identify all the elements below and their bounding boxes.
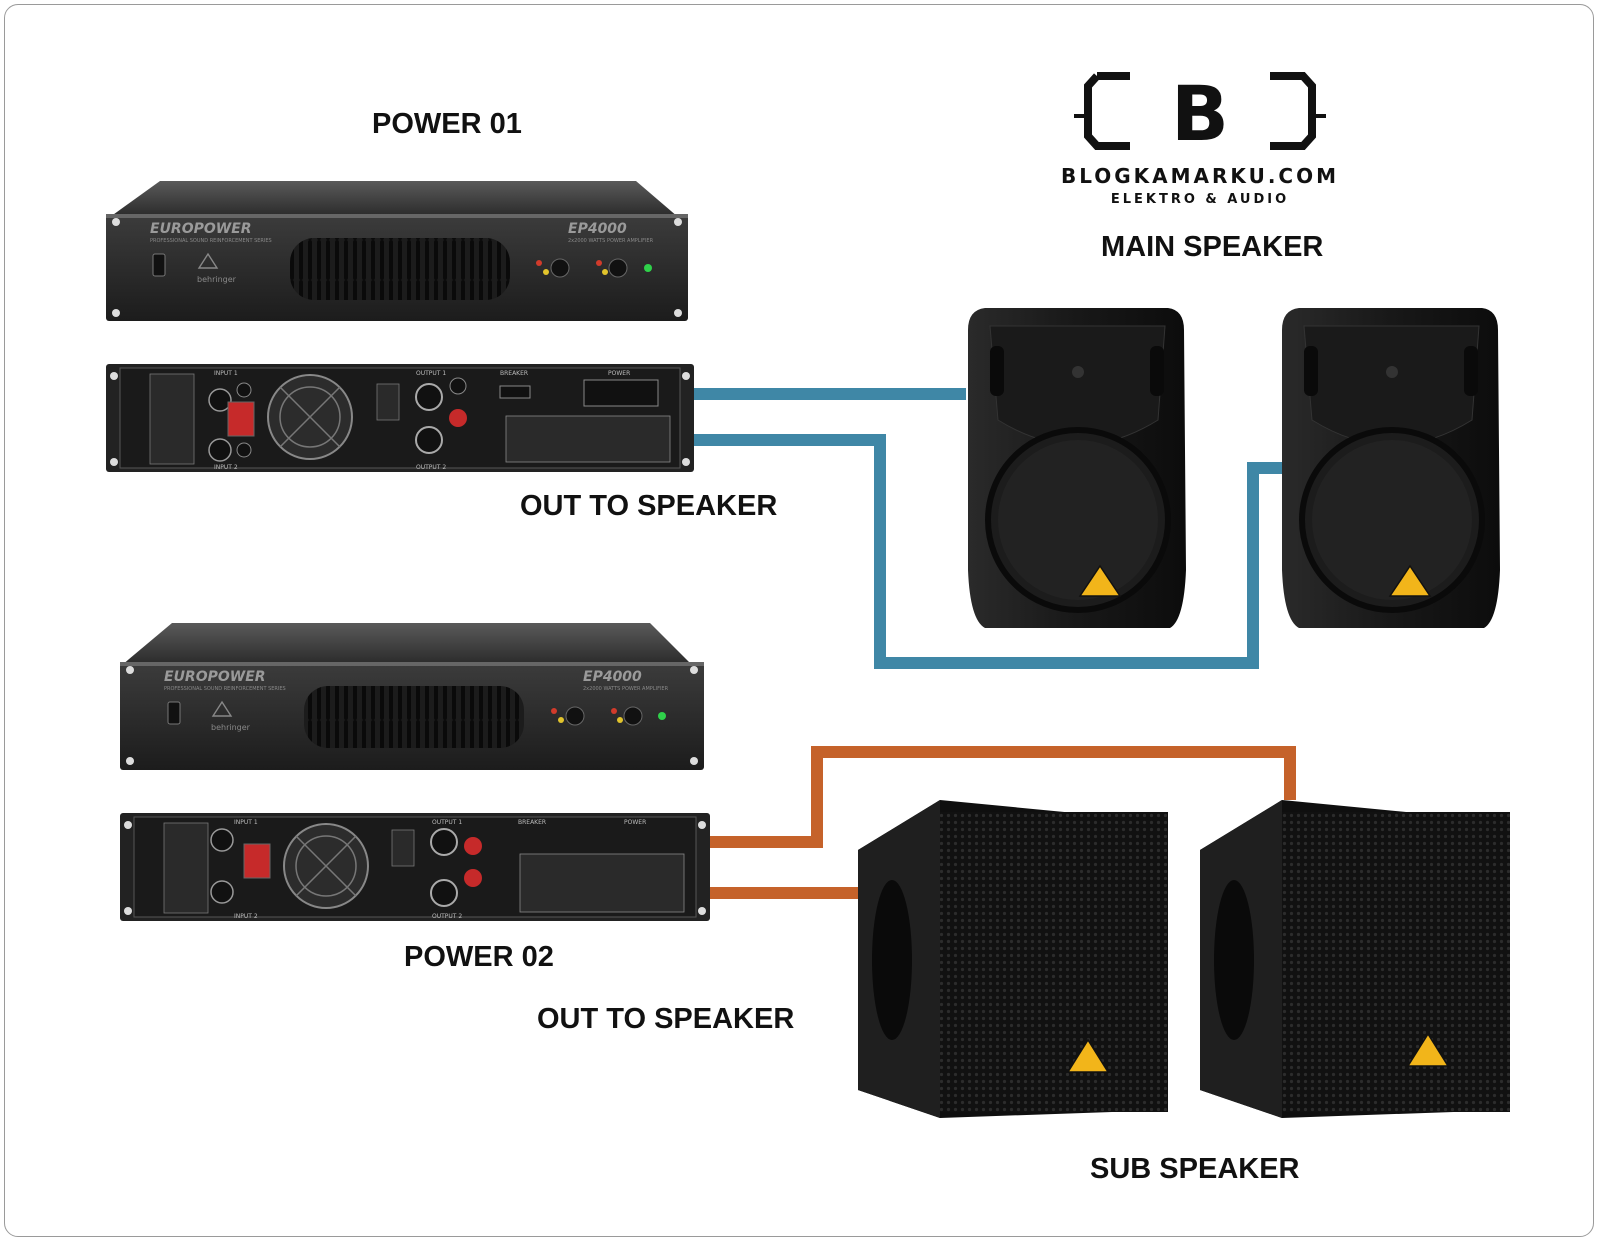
svg-text:OUTPUT 1: OUTPUT 1 (432, 819, 462, 826)
logo-letter: B (1171, 69, 1229, 158)
svg-text:EP4000: EP4000 (583, 669, 642, 685)
label-sub-speaker: SUB SPEAKER (1090, 1153, 1300, 1185)
amplifier-1-rear: INPUT 1 INPUT 2 OUTPUT 1 OUTPUT 2 BREAKE… (106, 364, 694, 472)
svg-text:BREAKER: BREAKER (500, 370, 528, 377)
svg-text:BREAKER: BREAKER (518, 819, 546, 826)
main-speaker-right (1282, 308, 1500, 628)
behringer-badge-icon (1066, 1038, 1110, 1073)
svg-text:EUROPOWER: EUROPOWER (164, 669, 266, 685)
svg-text:INPUT 2: INPUT 2 (234, 913, 258, 920)
svg-text:2x2000 WATTS POWER AMPLIFIER: 2x2000 WATTS POWER AMPLIFIER (568, 238, 654, 244)
svg-text:OUTPUT 1: OUTPUT 1 (416, 370, 446, 377)
svg-text:2x2000 WATTS POWER AMPLIFIER: 2x2000 WATTS POWER AMPLIFIER (583, 686, 669, 692)
label-out-to-speaker-1: OUT TO SPEAKER (520, 490, 778, 522)
svg-text:INPUT 1: INPUT 1 (234, 819, 258, 826)
label-power-01: POWER 01 (372, 108, 522, 140)
label-power-02: POWER 02 (404, 941, 554, 973)
power-switch-2 (167, 701, 181, 725)
behringer-badge-icon (1406, 1032, 1450, 1067)
main-cable-output-2 (440, 434, 1286, 669)
svg-text:OUTPUT 2: OUTPUT 2 (416, 464, 446, 471)
diagram-border (4, 4, 1594, 1237)
sub-speaker-right (1200, 800, 1510, 1118)
svg-text:EP4000: EP4000 (568, 221, 627, 237)
amplifier-2-front: EUROPOWER PROFESSIONAL SOUND REINFORCEME… (120, 623, 704, 770)
svg-text:behringer: behringer (211, 723, 251, 732)
label-out-to-speaker-2: OUT TO SPEAKER (537, 1003, 795, 1035)
svg-text:PROFESSIONAL SOUND REINFORCEME: PROFESSIONAL SOUND REINFORCEMENT SERIES (150, 238, 272, 244)
blog-logo: B BLOGKAMARKU.COM ELEKTRO & AUDIO (1061, 69, 1339, 207)
svg-text:INPUT 1: INPUT 1 (214, 370, 238, 377)
behringer-badge-icon (1388, 564, 1432, 597)
svg-text:INPUT 2: INPUT 2 (214, 464, 238, 471)
amplifier-1-front: EUROPOWER PROFESSIONAL SOUND REINFORCEME… (106, 181, 688, 321)
label-main-speaker: MAIN SPEAKER (1101, 231, 1324, 263)
svg-text:PROFESSIONAL SOUND REINFORCEME: PROFESSIONAL SOUND REINFORCEMENT SERIES (164, 686, 286, 692)
power-switch-1 (152, 253, 166, 277)
main-speaker-left (968, 308, 1186, 628)
svg-text:EUROPOWER: EUROPOWER (150, 221, 252, 237)
behringer-badge-icon (1078, 564, 1122, 597)
logo-tagline: ELEKTRO & AUDIO (1111, 192, 1289, 207)
power-led-1 (644, 264, 652, 272)
logo-site: BLOGKAMARKU.COM (1061, 164, 1339, 188)
svg-text:POWER: POWER (624, 819, 646, 826)
power-led-2 (658, 712, 666, 720)
svg-text:OUTPUT 2: OUTPUT 2 (432, 913, 462, 920)
amplifier-2-rear: INPUT 1 INPUT 2 OUTPUT 1 OUTPUT 2 BREAKE… (120, 813, 710, 921)
sub-speaker-left (858, 800, 1168, 1118)
svg-text:POWER: POWER (608, 370, 630, 377)
svg-text:behringer: behringer (197, 275, 237, 284)
